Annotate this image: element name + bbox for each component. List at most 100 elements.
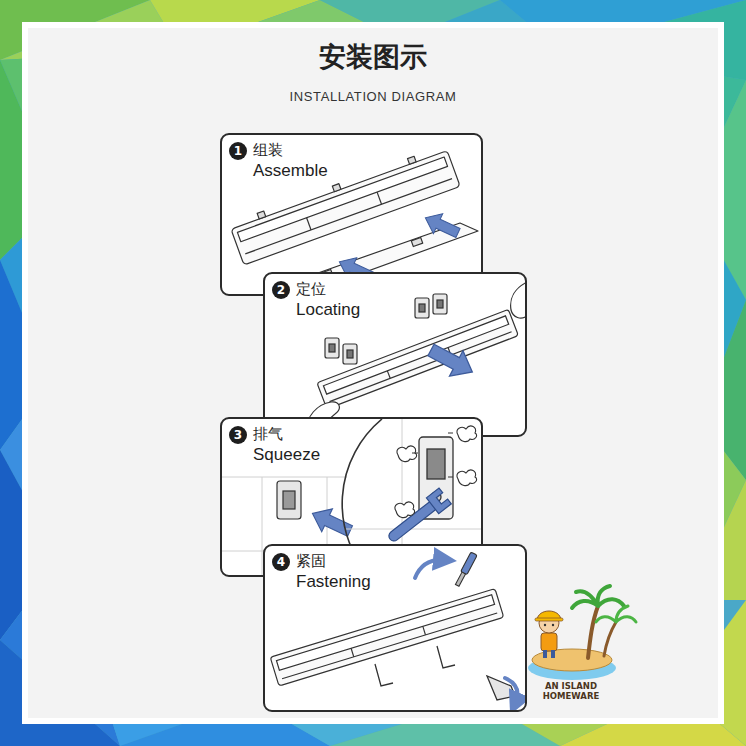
step-title-zh: 紧固 bbox=[296, 552, 371, 571]
air-puff-part bbox=[397, 446, 417, 462]
shelf-frame-part bbox=[231, 151, 460, 265]
blue-arrow bbox=[307, 502, 355, 542]
step-title-en: Fastening bbox=[296, 571, 371, 592]
shelf-frame-part bbox=[245, 179, 452, 254]
shelf-frame-part bbox=[257, 211, 266, 219]
wall-bracket-part bbox=[343, 344, 357, 364]
brand-logo-part bbox=[551, 650, 555, 658]
step-title-en: Locating bbox=[296, 299, 360, 320]
wall-bracket-part bbox=[325, 338, 339, 358]
tool bbox=[454, 552, 477, 587]
blue-arrow-part-part bbox=[307, 502, 355, 542]
magnified-view-part-part bbox=[427, 449, 445, 479]
shelf-frame-part bbox=[407, 156, 416, 164]
bracket-part bbox=[375, 664, 393, 686]
air-puff-part bbox=[448, 432, 453, 433]
bracket-part bbox=[437, 646, 455, 668]
blue-arrow-part bbox=[424, 337, 479, 384]
brand-logo-part bbox=[541, 633, 557, 651]
step-titles: 紧固Fastening bbox=[296, 552, 371, 592]
wall-bracket-part bbox=[329, 344, 335, 352]
step-title-en: Squeeze bbox=[253, 444, 320, 465]
assemble-illustration-part-part bbox=[411, 237, 422, 246]
title-area: 安装图示 bbox=[0, 40, 746, 74]
step-titles: 排气Squeeze bbox=[253, 425, 320, 465]
shelf-frame-part bbox=[377, 192, 381, 204]
shelf-frame bbox=[317, 309, 518, 409]
brand-logo-text: AN ISLAND HOMEWARE bbox=[530, 681, 612, 701]
shelf-frame-part bbox=[276, 595, 494, 670]
wrench bbox=[384, 488, 451, 547]
wall-bracket-part bbox=[347, 350, 353, 358]
fastening-illustration bbox=[265, 546, 525, 710]
air-puff bbox=[395, 426, 477, 518]
hand-part bbox=[511, 282, 525, 318]
subtitle: INSTALLATION DIAGRAM bbox=[0, 89, 746, 105]
shelf-frame-part bbox=[270, 589, 504, 686]
air-puff-part bbox=[395, 502, 415, 518]
wall-tiles-part bbox=[222, 477, 347, 478]
brand-logo-part bbox=[552, 624, 554, 626]
step-titles: 组装Assemble bbox=[253, 141, 328, 181]
shelf-frame bbox=[229, 145, 460, 265]
brand-logo-text-area: AN ISLAND HOMEWARE bbox=[530, 681, 612, 701]
bracket bbox=[375, 646, 515, 700]
brand-logo bbox=[528, 586, 636, 680]
step-title-zh: 组装 bbox=[253, 141, 328, 160]
air-puff-part bbox=[448, 476, 453, 477]
tool-part bbox=[455, 572, 465, 586]
step-titles: 定位Locating bbox=[296, 280, 360, 320]
blue-curved-arrow bbox=[415, 560, 517, 704]
step-number: 2 bbox=[272, 281, 290, 299]
wall-bracket bbox=[277, 481, 301, 519]
blue-curved-arrow-part bbox=[415, 560, 445, 578]
step-title-zh: 定位 bbox=[296, 280, 360, 299]
brand-logo-part bbox=[532, 649, 612, 671]
air-puff-part bbox=[412, 452, 418, 453]
step-number: 4 bbox=[272, 553, 290, 571]
shelf-frame bbox=[270, 589, 504, 686]
shelf-frame-part bbox=[423, 626, 426, 635]
shelf-frame-part bbox=[237, 157, 447, 242]
air-puff-part bbox=[457, 426, 477, 442]
step-header: 2 定位Locating bbox=[265, 274, 360, 320]
shelf-frame-part bbox=[332, 184, 341, 192]
panel-ground bbox=[28, 28, 718, 718]
blue-arrow-part bbox=[307, 502, 355, 542]
shelf-frame-part bbox=[323, 316, 508, 394]
brand-logo-part bbox=[604, 622, 616, 656]
wall-bracket-part bbox=[433, 294, 447, 314]
blue-arrow bbox=[424, 337, 479, 384]
step-header: 4 紧固Fastening bbox=[265, 546, 371, 592]
step-number: 3 bbox=[229, 426, 247, 444]
blue-curved-arrow-part bbox=[505, 678, 517, 704]
brand-logo-part bbox=[572, 586, 624, 608]
locating-illustration bbox=[265, 274, 525, 435]
wall-bracket-part bbox=[437, 300, 443, 308]
brand-logo-part bbox=[544, 624, 546, 626]
shelf-frame-part bbox=[317, 309, 518, 409]
blue-arrow-part-part bbox=[424, 337, 479, 384]
diagram-title: 安装图示 bbox=[0, 40, 746, 74]
wrench-part bbox=[387, 499, 439, 543]
step-panel: 4 紧固Fastening bbox=[263, 544, 527, 712]
step-header: 3 排气Squeeze bbox=[222, 419, 320, 465]
shelf-frame-part bbox=[282, 613, 497, 679]
brand-logo-part bbox=[596, 606, 636, 622]
brand-logo-part bbox=[535, 618, 563, 621]
wrench-part bbox=[426, 488, 451, 514]
shelf-frame-part bbox=[307, 218, 311, 230]
step-title-en: Assemble bbox=[253, 160, 328, 181]
wall-bracket-part bbox=[277, 481, 301, 519]
step-title-zh: 排气 bbox=[253, 425, 320, 444]
shelf-frame-part bbox=[351, 648, 354, 657]
tool-part bbox=[461, 552, 478, 575]
subtitle-area: INSTALLATION DIAGRAM bbox=[0, 89, 746, 105]
white-frame bbox=[22, 22, 724, 724]
brand-logo-part bbox=[588, 606, 598, 658]
blue-arrow-part bbox=[421, 208, 463, 243]
wall-bracket-part bbox=[283, 491, 295, 509]
